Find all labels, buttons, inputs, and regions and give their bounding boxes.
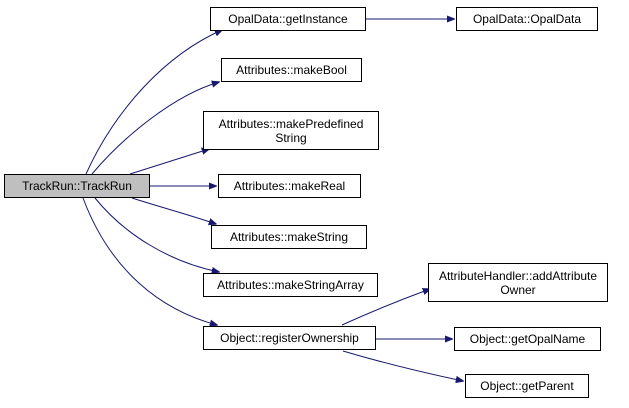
node-makestring[interactable]: Attributes::makeString [211, 225, 367, 249]
node-makepredefinedstring[interactable]: Attributes::makePredefined String [203, 111, 379, 150]
edge-trackrun-makestringarray [94, 197, 219, 272]
edge-trackrun-getinstance [85, 30, 222, 175]
node-trackrun: TrackRun::TrackRun [4, 174, 150, 198]
edge-registerownership-addattributeowner [341, 289, 430, 326]
node-makebool[interactable]: Attributes::makeBool [221, 58, 362, 82]
edge-trackrun-makebool [91, 82, 219, 175]
node-registerownership[interactable]: Object::registerOwnership [203, 326, 376, 350]
node-addattributeowner[interactable]: AttributeHandler::addAttribute Owner [428, 263, 608, 302]
node-makestringarray[interactable]: Attributes::makeStringArray [203, 273, 378, 297]
node-getparent[interactable]: Object::getParent [465, 374, 589, 398]
edge-trackrun-makepredefined [129, 149, 209, 175]
node-opaldata-opaldata[interactable]: OpalData::OpalData [456, 7, 598, 31]
node-getopalname[interactable]: Object::getOpalName [454, 327, 601, 351]
edge-trackrun-registerownership [82, 197, 217, 325]
edge-trackrun-makestring [131, 197, 216, 224]
edge-registerownership-getparent [342, 350, 463, 381]
node-opaldata-getinstance[interactable]: OpalData::getInstance [210, 7, 366, 31]
node-makereal[interactable]: Attributes::makeReal [218, 174, 361, 198]
